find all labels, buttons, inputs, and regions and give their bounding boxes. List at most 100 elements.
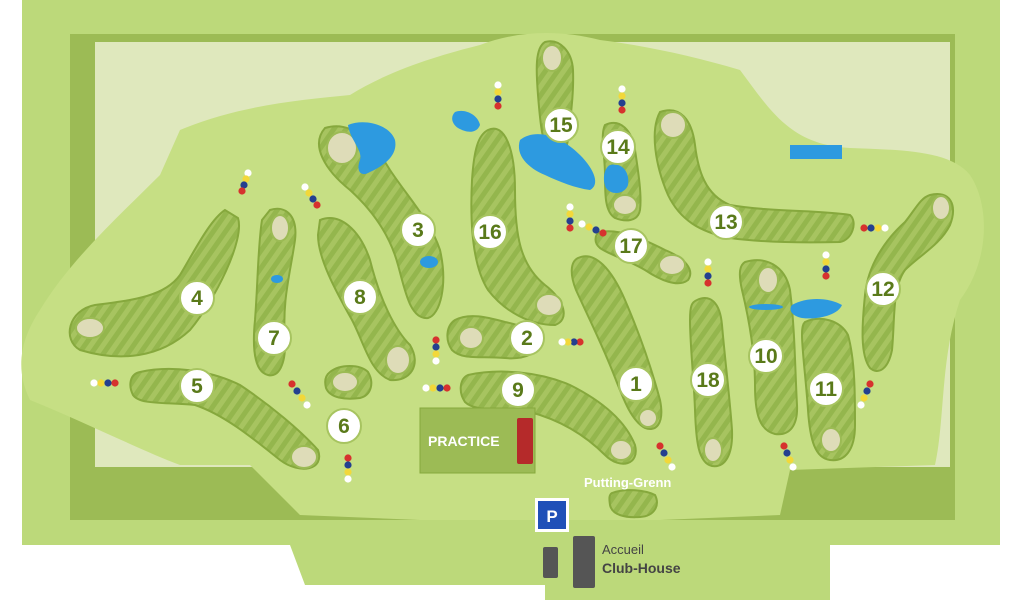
hole-number-9: 9 xyxy=(512,379,524,402)
tee-marker-yellow xyxy=(305,189,313,197)
hole-marker-13[interactable]: 13 xyxy=(708,204,744,240)
tee-marker-blue xyxy=(494,95,502,103)
fairway-16 xyxy=(470,127,565,327)
parking-label: P xyxy=(546,507,557,526)
tee-marker-blue xyxy=(822,265,830,273)
hole-marker-15[interactable]: 15 xyxy=(543,107,579,143)
hole-marker-18[interactable]: 18 xyxy=(690,362,726,398)
clubhouse-label: Club-House xyxy=(602,560,681,576)
tee-marker-red xyxy=(566,224,574,232)
hole-number-1: 1 xyxy=(630,373,642,396)
hole-marker-10[interactable]: 10 xyxy=(748,338,784,374)
fairway-13 xyxy=(653,109,855,244)
tee-marker-red xyxy=(860,224,868,232)
lake-3 xyxy=(348,122,396,175)
hole-number-10: 10 xyxy=(754,345,777,368)
tee-marker-yellow xyxy=(494,88,502,96)
tee-marker-red xyxy=(866,380,874,388)
tee-marker-red xyxy=(432,336,440,344)
fairway-5 xyxy=(129,367,321,470)
hole-marker-5[interactable]: 5 xyxy=(179,368,215,404)
hole-number-3: 3 xyxy=(412,219,424,242)
hole-number-6: 6 xyxy=(338,415,350,438)
tee-markers xyxy=(90,81,889,483)
lake-10 xyxy=(749,304,783,310)
tee-marker-red xyxy=(494,102,502,110)
hole-marker-2[interactable]: 2 xyxy=(509,320,545,356)
greens xyxy=(75,44,951,469)
pond-3b xyxy=(420,256,438,268)
tee-marker-yellow xyxy=(585,223,593,231)
hole-number-4: 4 xyxy=(191,287,203,310)
tee-marker-blue xyxy=(863,387,871,395)
tee-marker-blue xyxy=(240,181,248,189)
tee-marker-yellow xyxy=(429,384,437,392)
lake-13 xyxy=(790,145,842,159)
tee-marker-yellow xyxy=(874,224,882,232)
tee-marker-white xyxy=(344,475,352,483)
hole-marker-6[interactable]: 6 xyxy=(326,408,362,444)
fairway-3 xyxy=(318,125,445,320)
tee-marker-red xyxy=(780,442,788,450)
tee-marker-white xyxy=(303,401,311,409)
tee-marker-white xyxy=(422,384,430,392)
hole-marker-9[interactable]: 9 xyxy=(500,372,536,408)
tee-marker-red xyxy=(656,442,664,450)
tee-marker-blue xyxy=(104,379,112,387)
tee-marker-white xyxy=(301,183,309,191)
hole-marker-4[interactable]: 4 xyxy=(179,280,215,316)
practice-label: PRACTICE xyxy=(428,433,500,449)
tee-marker-blue xyxy=(783,449,791,457)
tee-marker-blue xyxy=(704,272,712,280)
fairway-12 xyxy=(861,193,955,372)
hole-number-14: 14 xyxy=(606,136,630,159)
tee-marker-red xyxy=(599,229,607,237)
tee-marker-red xyxy=(704,279,712,287)
lake-15-main xyxy=(518,134,596,190)
tee-marker-blue xyxy=(309,195,317,203)
parking-sign-inner xyxy=(538,501,566,529)
hole-marker-12[interactable]: 12 xyxy=(865,271,901,307)
tee-marker-white xyxy=(881,224,889,232)
tee-marker-red xyxy=(313,201,321,209)
welcome-label: Accueil xyxy=(602,542,644,557)
hole-marker-3[interactable]: 3 xyxy=(400,212,436,248)
tee-marker-blue xyxy=(570,338,578,346)
tee-marker-white xyxy=(789,463,797,471)
hole-number-8: 8 xyxy=(354,286,366,309)
practice-area xyxy=(419,407,536,474)
tee-marker-yellow xyxy=(432,350,440,358)
tee-marker-white xyxy=(494,81,502,89)
hole-marker-16[interactable]: 16 xyxy=(472,214,508,250)
tee-marker-blue xyxy=(436,384,444,392)
tee-marker-red xyxy=(443,384,451,392)
pond-7 xyxy=(271,275,283,283)
tee-marker-blue xyxy=(867,224,875,232)
tee-marker-white xyxy=(566,203,574,211)
tee-marker-blue xyxy=(293,387,301,395)
hole-marker-8[interactable]: 8 xyxy=(342,279,378,315)
building-clubhouse xyxy=(573,536,595,588)
hole-marker-17[interactable]: 17 xyxy=(613,228,649,264)
tee-marker-yellow xyxy=(242,175,250,183)
hole-marker-7[interactable]: 7 xyxy=(256,320,292,356)
tee-marker-yellow xyxy=(860,394,868,402)
tee-marker-white xyxy=(244,169,252,177)
hole-number-12: 12 xyxy=(871,278,894,301)
building-small xyxy=(543,547,558,578)
hole-number-13: 13 xyxy=(714,211,737,234)
tee-marker-blue xyxy=(432,343,440,351)
hole-number-16: 16 xyxy=(478,221,501,244)
hole-marker-11[interactable]: 11 xyxy=(808,371,844,407)
tee-marker-blue xyxy=(660,449,668,457)
tee-marker-white xyxy=(578,220,586,228)
hole-marker-1[interactable]: 1 xyxy=(618,366,654,402)
tee-marker-blue xyxy=(618,99,626,107)
tee-marker-red xyxy=(822,272,830,280)
tee-marker-red xyxy=(288,380,296,388)
tee-marker-red xyxy=(576,338,584,346)
water-hazards xyxy=(271,110,842,319)
hole-number-18: 18 xyxy=(696,369,720,392)
hole-marker-14[interactable]: 14 xyxy=(600,129,636,165)
